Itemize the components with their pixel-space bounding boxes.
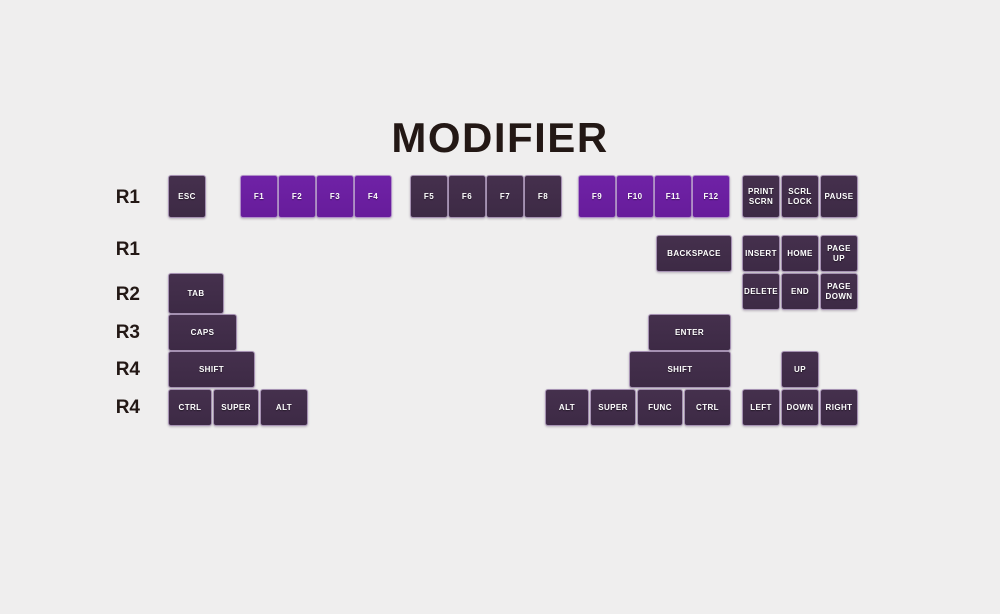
- keycap-legend: BACKSPACE: [667, 248, 721, 258]
- keycap-f1[interactable]: F1: [240, 175, 278, 218]
- keycap-legend: PAGE DOWN: [825, 282, 853, 301]
- keycap-legend: F2: [291, 191, 303, 201]
- keycap-insert[interactable]: INSERT: [742, 235, 780, 272]
- keycap-legend: FUNC: [648, 402, 672, 412]
- keycap-esc[interactable]: ESC: [168, 175, 206, 218]
- row-label-4: R4: [115, 359, 140, 380]
- keycap-legend: F6: [461, 191, 473, 201]
- keycap-legend: HOME: [787, 248, 813, 258]
- keycap-legend: UP: [794, 364, 806, 374]
- keycap-legend: PAUSE: [824, 191, 854, 201]
- keycap-page-down[interactable]: PAGE DOWN: [820, 273, 858, 310]
- keycap-ctrl[interactable]: CTRL: [168, 389, 212, 426]
- keycap-func[interactable]: FUNC: [637, 389, 683, 426]
- keycap-legend: F12: [703, 191, 719, 201]
- keycap-shift[interactable]: SHIFT: [168, 351, 255, 388]
- keycap-legend: PAGE UP: [827, 244, 851, 263]
- keycap-pause[interactable]: PAUSE: [820, 175, 858, 218]
- keycap-f5[interactable]: F5: [410, 175, 448, 218]
- keycap-legend: ALT: [275, 402, 293, 412]
- keycap-legend: F3: [329, 191, 341, 201]
- keycap-legend: RIGHT: [825, 402, 853, 412]
- row-label-5: R4: [115, 397, 140, 418]
- keycap-legend: DELETE: [744, 286, 778, 296]
- keycap-shift[interactable]: SHIFT: [629, 351, 731, 388]
- keycap-f10[interactable]: F10: [616, 175, 654, 218]
- keycap-legend: LEFT: [750, 402, 772, 412]
- keycap-backspace[interactable]: BACKSPACE: [656, 235, 732, 272]
- keycap-caps[interactable]: CAPS: [168, 314, 237, 351]
- row-label-3: R3: [115, 322, 140, 343]
- keycap-legend: F8: [537, 191, 549, 201]
- keycap-alt[interactable]: ALT: [260, 389, 308, 426]
- row-label-0: R1: [115, 187, 140, 208]
- keycap-super[interactable]: SUPER: [590, 389, 636, 426]
- keycap-legend: F9: [591, 191, 603, 201]
- keycap-legend: CTRL: [696, 402, 719, 412]
- keycap-enter[interactable]: ENTER: [648, 314, 731, 351]
- keycap-legend: PRINT SCRN: [748, 187, 774, 206]
- keycap-legend: SUPER: [598, 402, 628, 412]
- keycap-up[interactable]: UP: [781, 351, 819, 388]
- keycap-f4[interactable]: F4: [354, 175, 392, 218]
- keycap-left[interactable]: LEFT: [742, 389, 780, 426]
- keycap-legend: SHIFT: [198, 364, 225, 374]
- keycap-legend: DOWN: [786, 402, 814, 412]
- keycap-legend: TAB: [187, 288, 205, 298]
- keycap-f8[interactable]: F8: [524, 175, 562, 218]
- keycap-legend: CAPS: [190, 327, 215, 337]
- keycap-f11[interactable]: F11: [654, 175, 692, 218]
- keycap-down[interactable]: DOWN: [781, 389, 819, 426]
- keycap-legend: F1: [253, 191, 265, 201]
- row-label-1: R1: [115, 239, 140, 260]
- keycap-legend: SUPER: [221, 402, 251, 412]
- keycap-tab[interactable]: TAB: [168, 273, 224, 314]
- keycap-home[interactable]: HOME: [781, 235, 819, 272]
- keycap-legend: F5: [423, 191, 435, 201]
- keycap-legend: SCRL LOCK: [787, 187, 813, 206]
- keycap-f6[interactable]: F6: [448, 175, 486, 218]
- keycap-f2[interactable]: F2: [278, 175, 316, 218]
- keycap-legend: SHIFT: [667, 364, 693, 374]
- page-title: MODIFIER: [391, 114, 609, 161]
- keycap-legend: CTRL: [178, 402, 202, 412]
- keycap-f9[interactable]: F9: [578, 175, 616, 218]
- keycap-page-up[interactable]: PAGE UP: [820, 235, 858, 272]
- keycap-legend: ENTER: [674, 327, 705, 337]
- keycap-right[interactable]: RIGHT: [820, 389, 858, 426]
- keycap-alt[interactable]: ALT: [545, 389, 589, 426]
- keycap-f7[interactable]: F7: [486, 175, 524, 218]
- keycap-delete[interactable]: DELETE: [742, 273, 780, 310]
- keycap-print-scrn[interactable]: PRINT SCRN: [742, 175, 780, 218]
- keycap-f3[interactable]: F3: [316, 175, 354, 218]
- keycap-end[interactable]: END: [781, 273, 819, 310]
- keycap-legend: ESC: [178, 191, 196, 201]
- keycap-legend: F11: [665, 191, 681, 201]
- keycap-scrl-lock[interactable]: SCRL LOCK: [781, 175, 819, 218]
- keycap-legend: F10: [627, 191, 643, 201]
- keycap-legend: F7: [499, 191, 511, 201]
- keycap-ctrl[interactable]: CTRL: [684, 389, 731, 426]
- row-label-2: R2: [115, 284, 140, 305]
- keycap-legend: F4: [367, 191, 379, 201]
- keycap-legend: ALT: [558, 402, 576, 412]
- keycap-f12[interactable]: F12: [692, 175, 730, 218]
- keycap-legend: INSERT: [745, 248, 777, 258]
- keycap-super[interactable]: SUPER: [213, 389, 259, 426]
- keycap-legend: END: [790, 286, 810, 296]
